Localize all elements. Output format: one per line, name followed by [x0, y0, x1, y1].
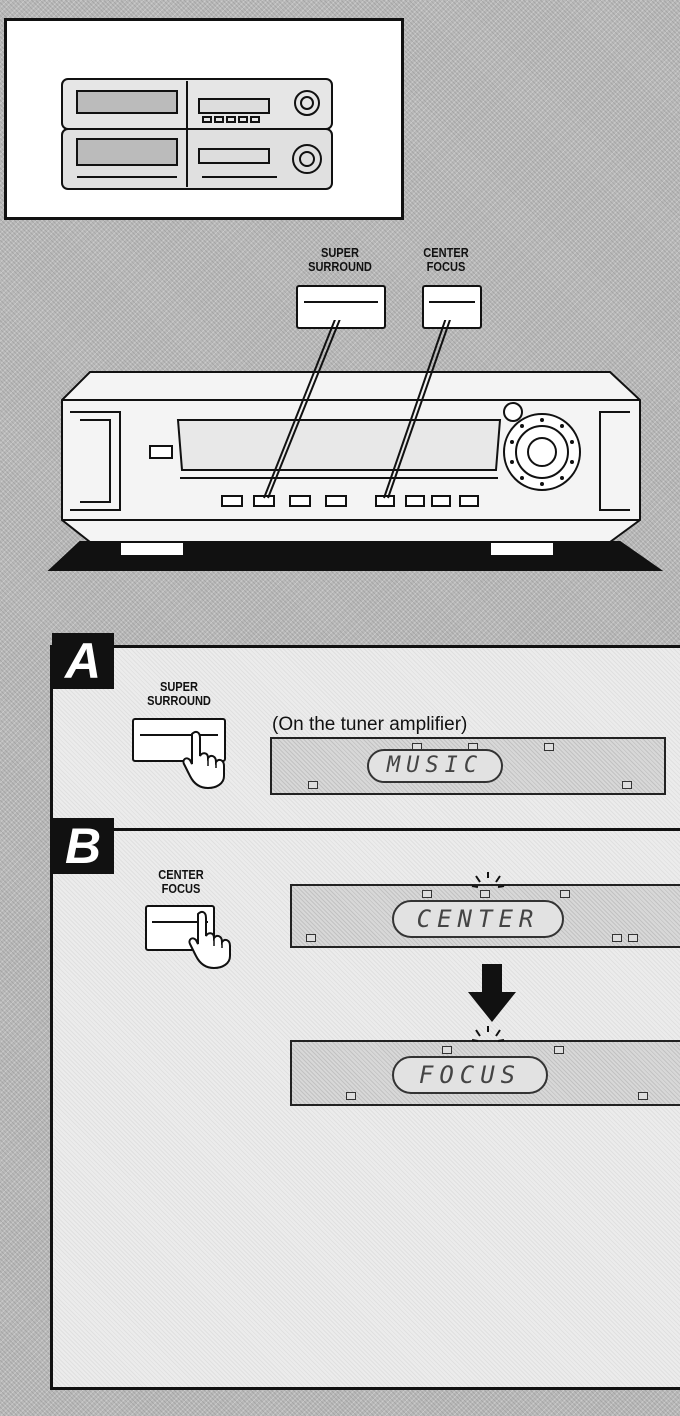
stereo-system-icon — [7, 21, 401, 217]
section-b-display-center-text: CENTER — [394, 902, 562, 936]
section-b-badge: B — [52, 818, 114, 874]
center-focus-callout-label: CENTER FOCUS — [415, 246, 476, 274]
section-b-button-label: CENTER FOCUS — [143, 868, 220, 896]
section-a-display-text: MUSIC — [369, 751, 501, 781]
pressing-hand-icon — [184, 910, 244, 970]
tuner-amplifier-illustration — [0, 320, 680, 620]
system-thumbnail-frame — [4, 18, 404, 220]
section-a-caption: (On the tuner amplifier) — [272, 714, 467, 736]
section-a-badge: A — [52, 633, 114, 689]
section-a-button-label: SUPER SURROUND — [132, 680, 226, 708]
blinking-indicator-icon — [468, 1024, 508, 1054]
pressing-hand-icon — [178, 730, 238, 790]
section-b-display-focus-text: FOCUS — [394, 1058, 546, 1092]
down-arrow-icon — [468, 964, 516, 1024]
super-surround-callout-label: SUPER SURROUND — [299, 246, 381, 274]
section-a-display: MUSIC — [270, 737, 666, 795]
blinking-indicator-icon — [468, 870, 508, 900]
